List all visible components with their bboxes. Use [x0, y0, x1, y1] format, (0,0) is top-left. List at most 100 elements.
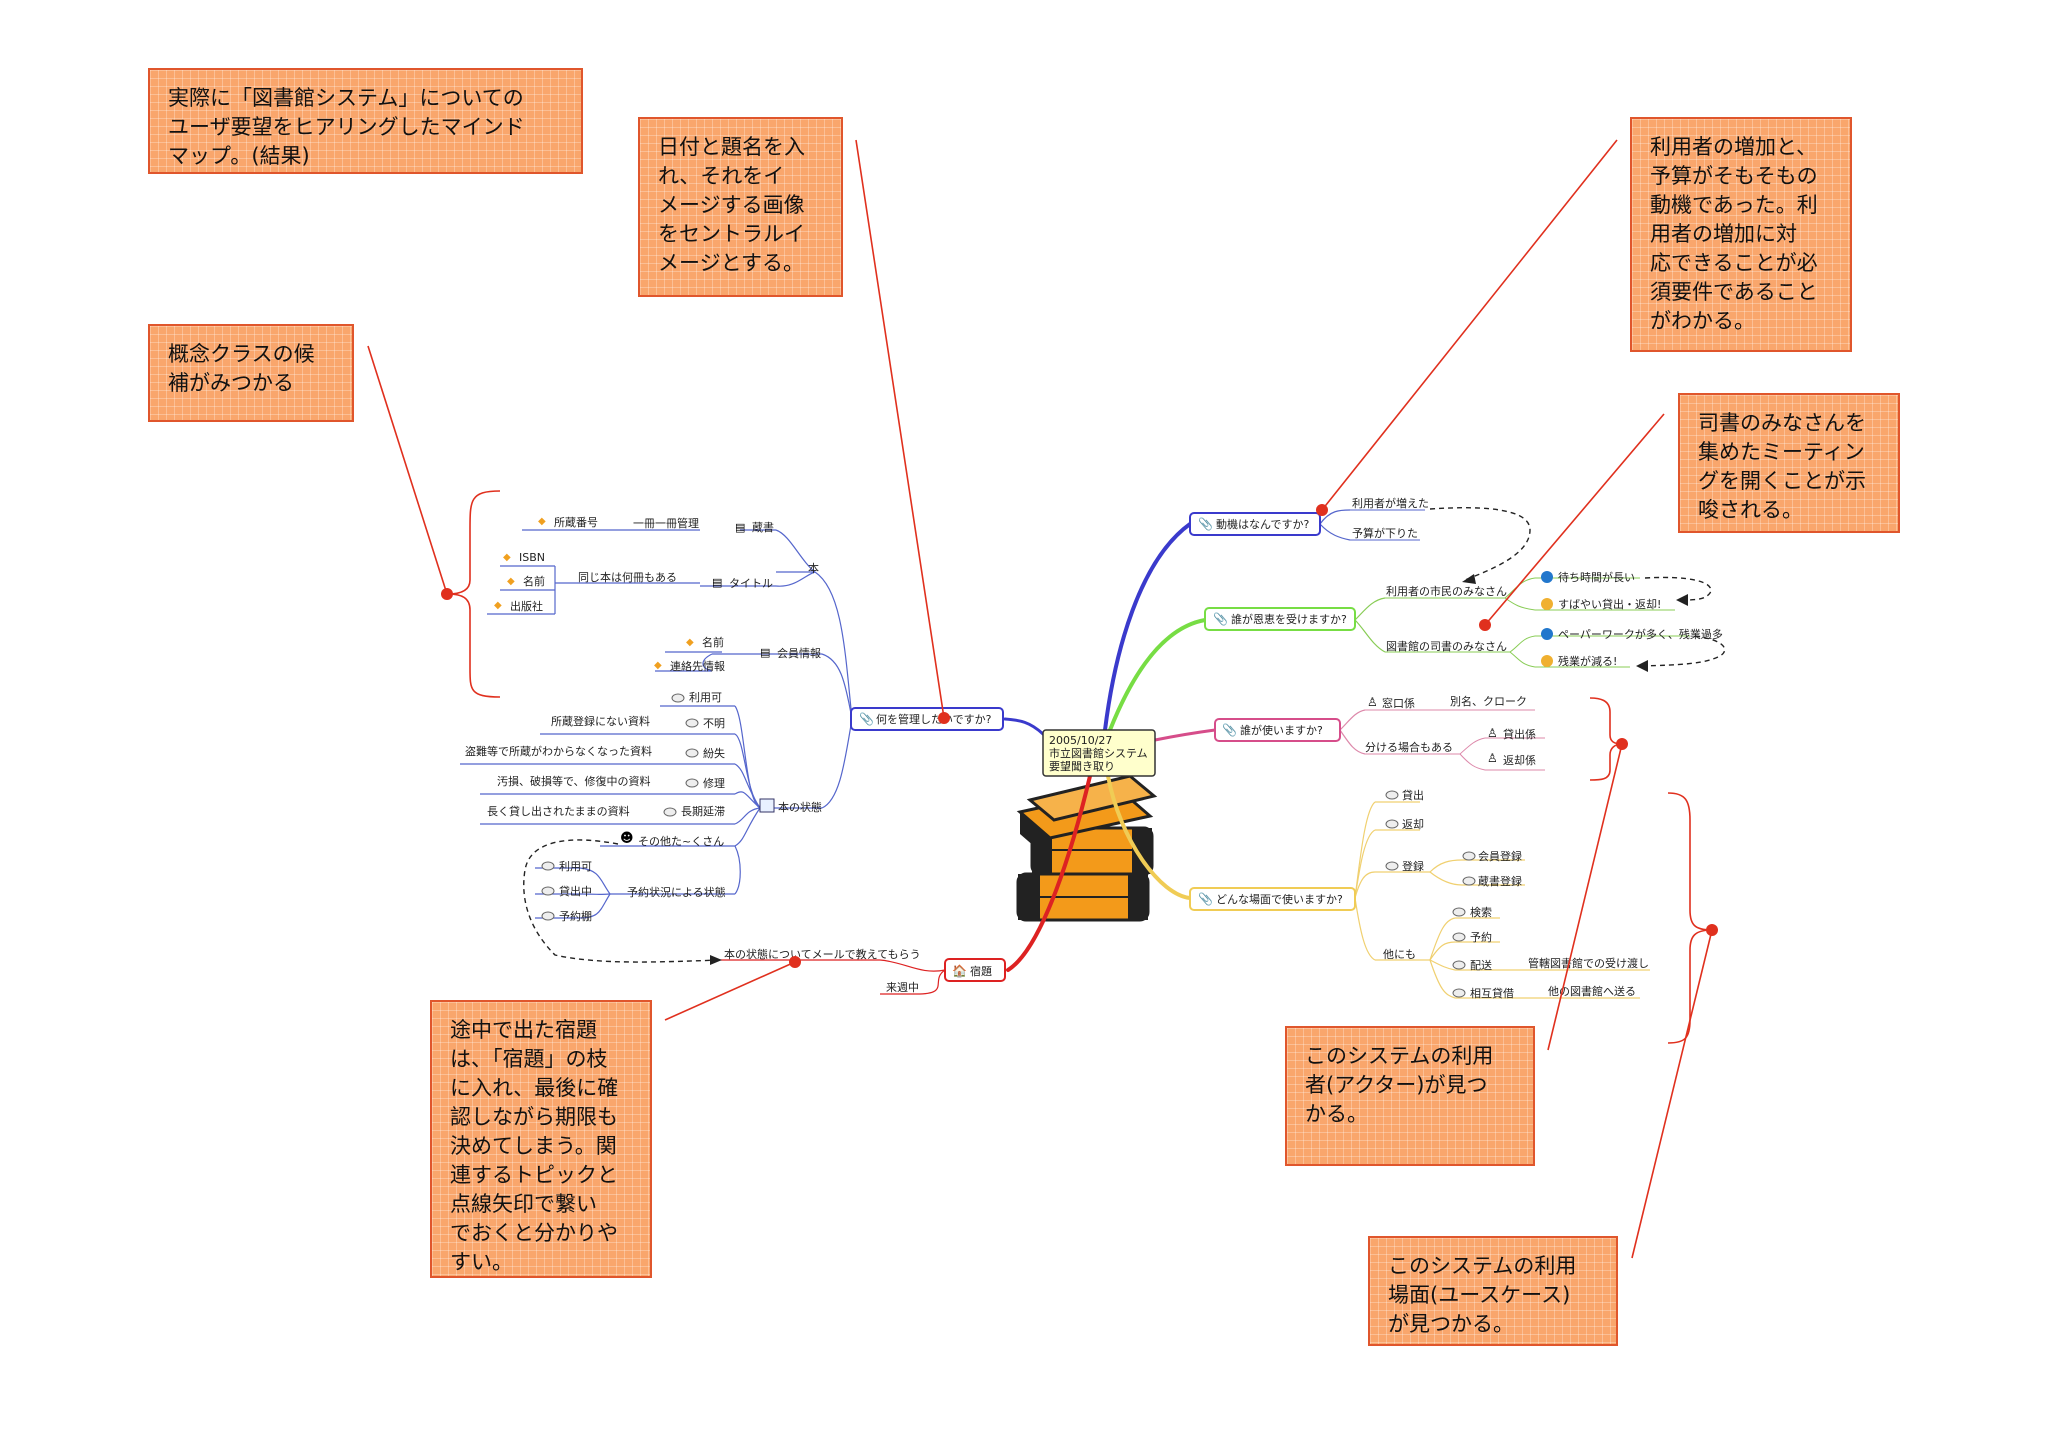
topic-scenes-label: どんな場面で使いますか?	[1216, 893, 1343, 906]
users-split[interactable]: 分ける場合もある	[1365, 740, 1453, 754]
topic-benefit-label: 誰が恩恵を受けますか?	[1231, 612, 1347, 626]
smiley-icon	[1541, 655, 1553, 667]
diamond-icon: ◆	[494, 600, 502, 611]
node-other-many[interactable]: その他た~くさん	[638, 835, 724, 848]
dashed-arrow-other-homework	[523, 839, 721, 963]
status-overdue-note[interactable]: 長く貸し出されたままの資料	[487, 804, 630, 818]
topic-manage[interactable]: 📎 何を管理したいですか?	[850, 707, 1004, 731]
branch-scenes-line	[1106, 774, 1192, 900]
globe-icon	[1541, 571, 1553, 583]
globe-icon	[1541, 628, 1553, 640]
users-return[interactable]: 返却係	[1503, 754, 1536, 767]
scene-return[interactable]: 返却	[1402, 818, 1424, 831]
table-icon: ▤	[712, 576, 722, 589]
diamond-icon: ◆	[503, 552, 511, 563]
users-counter-alias[interactable]: 別名、クローク	[1450, 694, 1527, 708]
motive-budget[interactable]: 予算が下りた	[1352, 526, 1418, 540]
person-icon: ♙	[1487, 726, 1498, 740]
benefit-librarian[interactable]: 図書館の司書のみなさん	[1386, 639, 1507, 653]
scene-others[interactable]: 他にも	[1383, 948, 1416, 961]
node-publisher[interactable]: 出版社	[510, 599, 543, 613]
node-status[interactable]: 本の状態	[778, 800, 822, 814]
topic-scenes[interactable]: 📎 どんな場面で使いますか?	[1189, 887, 1356, 911]
paperclip-icon: 📎	[859, 711, 874, 726]
dashed-arrow-motive-citizen	[1429, 507, 1531, 581]
callout-usecase: このシステムの利用 場面(ユースケース) が見つかる。	[1368, 1236, 1618, 1346]
topic-users-label: 誰が使いますか?	[1240, 723, 1323, 737]
callout-intro: 実際に「図書館システム」についての ユーザ要望をヒアリングしたマインド マップ。…	[148, 68, 583, 174]
node-name[interactable]: 名前	[523, 574, 545, 588]
homework-item[interactable]: 本の状態についてメールで教えてもらう	[724, 947, 921, 961]
topic-users[interactable]: 📎 誰が使いますか?	[1214, 718, 1341, 742]
users-counter[interactable]: 窓口係	[1382, 696, 1415, 710]
person-icon: ♙	[1367, 695, 1378, 709]
diamond-icon: ◆	[654, 660, 662, 671]
reserve-shelf[interactable]: 予約棚	[559, 909, 592, 923]
smiley-icon	[1541, 598, 1553, 610]
central-topic[interactable]: 2005/10/27 市立図書館システム 要望聞き取り	[1042, 729, 1156, 777]
branch-benefit: 📎 誰が恩恵を受けますか? 利用者の市民のみなさん 図書館の司書のみなさん 待ち…	[1204, 570, 1726, 672]
topic-motive-label: 動機はなんですか?	[1216, 517, 1309, 531]
person-icon: ♙	[1487, 751, 1498, 765]
scene-delivery-note[interactable]: 管轄図書館での受け渡し	[1528, 956, 1649, 970]
topic-homework[interactable]: 🏠 宿題	[944, 958, 1006, 982]
branch-manage-line	[1003, 717, 1045, 736]
node-member-name[interactable]: 名前	[702, 635, 724, 649]
branch-motive-line	[1103, 522, 1192, 732]
citizen-wait[interactable]: 待ち時間が長い	[1558, 570, 1635, 584]
node-title[interactable]: タイトル	[729, 577, 773, 590]
status-lost-note[interactable]: 盗難等で所蔵がわからなくなった資料	[465, 744, 652, 758]
scene-ill[interactable]: 相互貸借	[1470, 986, 1514, 1000]
node-member-contact[interactable]: 連絡先情報	[670, 659, 725, 673]
scene-lend[interactable]: 貸出	[1402, 788, 1424, 802]
motive-users-increased[interactable]: 利用者が増えた	[1352, 496, 1429, 510]
callout-homework: 途中で出た宿題 は、「宿題」の枝 に入れ、最後に確 認しながら期限も 決めてしま…	[430, 1000, 652, 1278]
callout-actor: このシステムの利用 者(アクター)が見つ かる。	[1285, 1026, 1535, 1166]
scene-search[interactable]: 検索	[1470, 905, 1492, 919]
status-repair-note[interactable]: 汚損、破損等で、修復中の資料	[497, 774, 651, 788]
central-title: 市立図書館システム	[1049, 746, 1148, 760]
reserve-available[interactable]: 利用可	[559, 860, 592, 873]
status-unknown-note[interactable]: 所蔵登録にない資料	[551, 714, 650, 728]
scene-ill-note[interactable]: 他の図書館へ送る	[1548, 984, 1636, 998]
scene-member-register[interactable]: 会員登録	[1478, 849, 1522, 863]
node-collection-rel[interactable]: 一冊一冊管理	[633, 516, 699, 530]
status-available[interactable]: 利用可	[689, 691, 722, 704]
status-unknown[interactable]: 不明	[703, 717, 725, 730]
librarian-paperwork[interactable]: ペーパーワークが多く、残業過多	[1558, 627, 1723, 641]
librarian-less-overtime[interactable]: 残業が減る!	[1558, 654, 1617, 668]
users-lend[interactable]: 貸出係	[1503, 727, 1536, 741]
diamond-icon: ◆	[538, 516, 546, 527]
node-collection-attr[interactable]: 所蔵番号	[554, 516, 598, 529]
scene-register[interactable]: 登録	[1402, 859, 1424, 873]
node-isbn[interactable]: ISBN	[519, 551, 545, 564]
citizen-fast[interactable]: すばやい貸出・返却!	[1558, 597, 1661, 611]
scene-delivery[interactable]: 配送	[1470, 958, 1492, 972]
branch-users-line	[1153, 728, 1217, 742]
scene-collection-register[interactable]: 蔵書登録	[1478, 874, 1522, 888]
central-date: 2005/10/27	[1049, 734, 1112, 747]
scene-reserve[interactable]: 予約	[1470, 930, 1492, 944]
node-title-rel[interactable]: 同じ本は何冊もある	[578, 570, 677, 584]
node-collection[interactable]: 蔵書	[752, 520, 774, 534]
dashed-arrow-paperwork-overtime	[1639, 635, 1726, 667]
status-lost[interactable]: 紛失	[703, 746, 725, 760]
topic-motive[interactable]: 📎 動機はなんですか?	[1189, 512, 1321, 536]
table-icon: ▤	[735, 521, 745, 534]
branch-scenes: 📎 どんな場面で使いますか? 貸出 返却 登録 会員登録 蔵書登録 他にも 検索…	[1189, 788, 1650, 1000]
status-repair[interactable]: 修理	[703, 776, 725, 790]
leader-dots	[441, 504, 1718, 968]
node-reserve[interactable]: 予約状況による状態	[627, 885, 726, 899]
benefit-citizen[interactable]: 利用者の市民のみなさん	[1386, 584, 1507, 598]
topic-benefit[interactable]: 📎 誰が恩恵を受けますか?	[1204, 607, 1356, 631]
smiley-icon: ☻	[620, 831, 634, 846]
branch-users: 📎 誰が使いますか? ♙ 窓口係 別名、クローク 分ける場合もある ♙ 貸出係 …	[1214, 694, 1545, 771]
node-member[interactable]: 会員情報	[777, 647, 821, 660]
diamond-icon: ◆	[686, 637, 694, 648]
homework-deadline[interactable]: 来週中	[886, 981, 919, 994]
reserve-lent[interactable]: 貸出中	[559, 884, 592, 898]
status-overdue[interactable]: 長期延滞	[681, 805, 725, 818]
paperclip-icon: 📎	[1213, 611, 1228, 626]
node-book[interactable]: 本	[808, 561, 819, 575]
